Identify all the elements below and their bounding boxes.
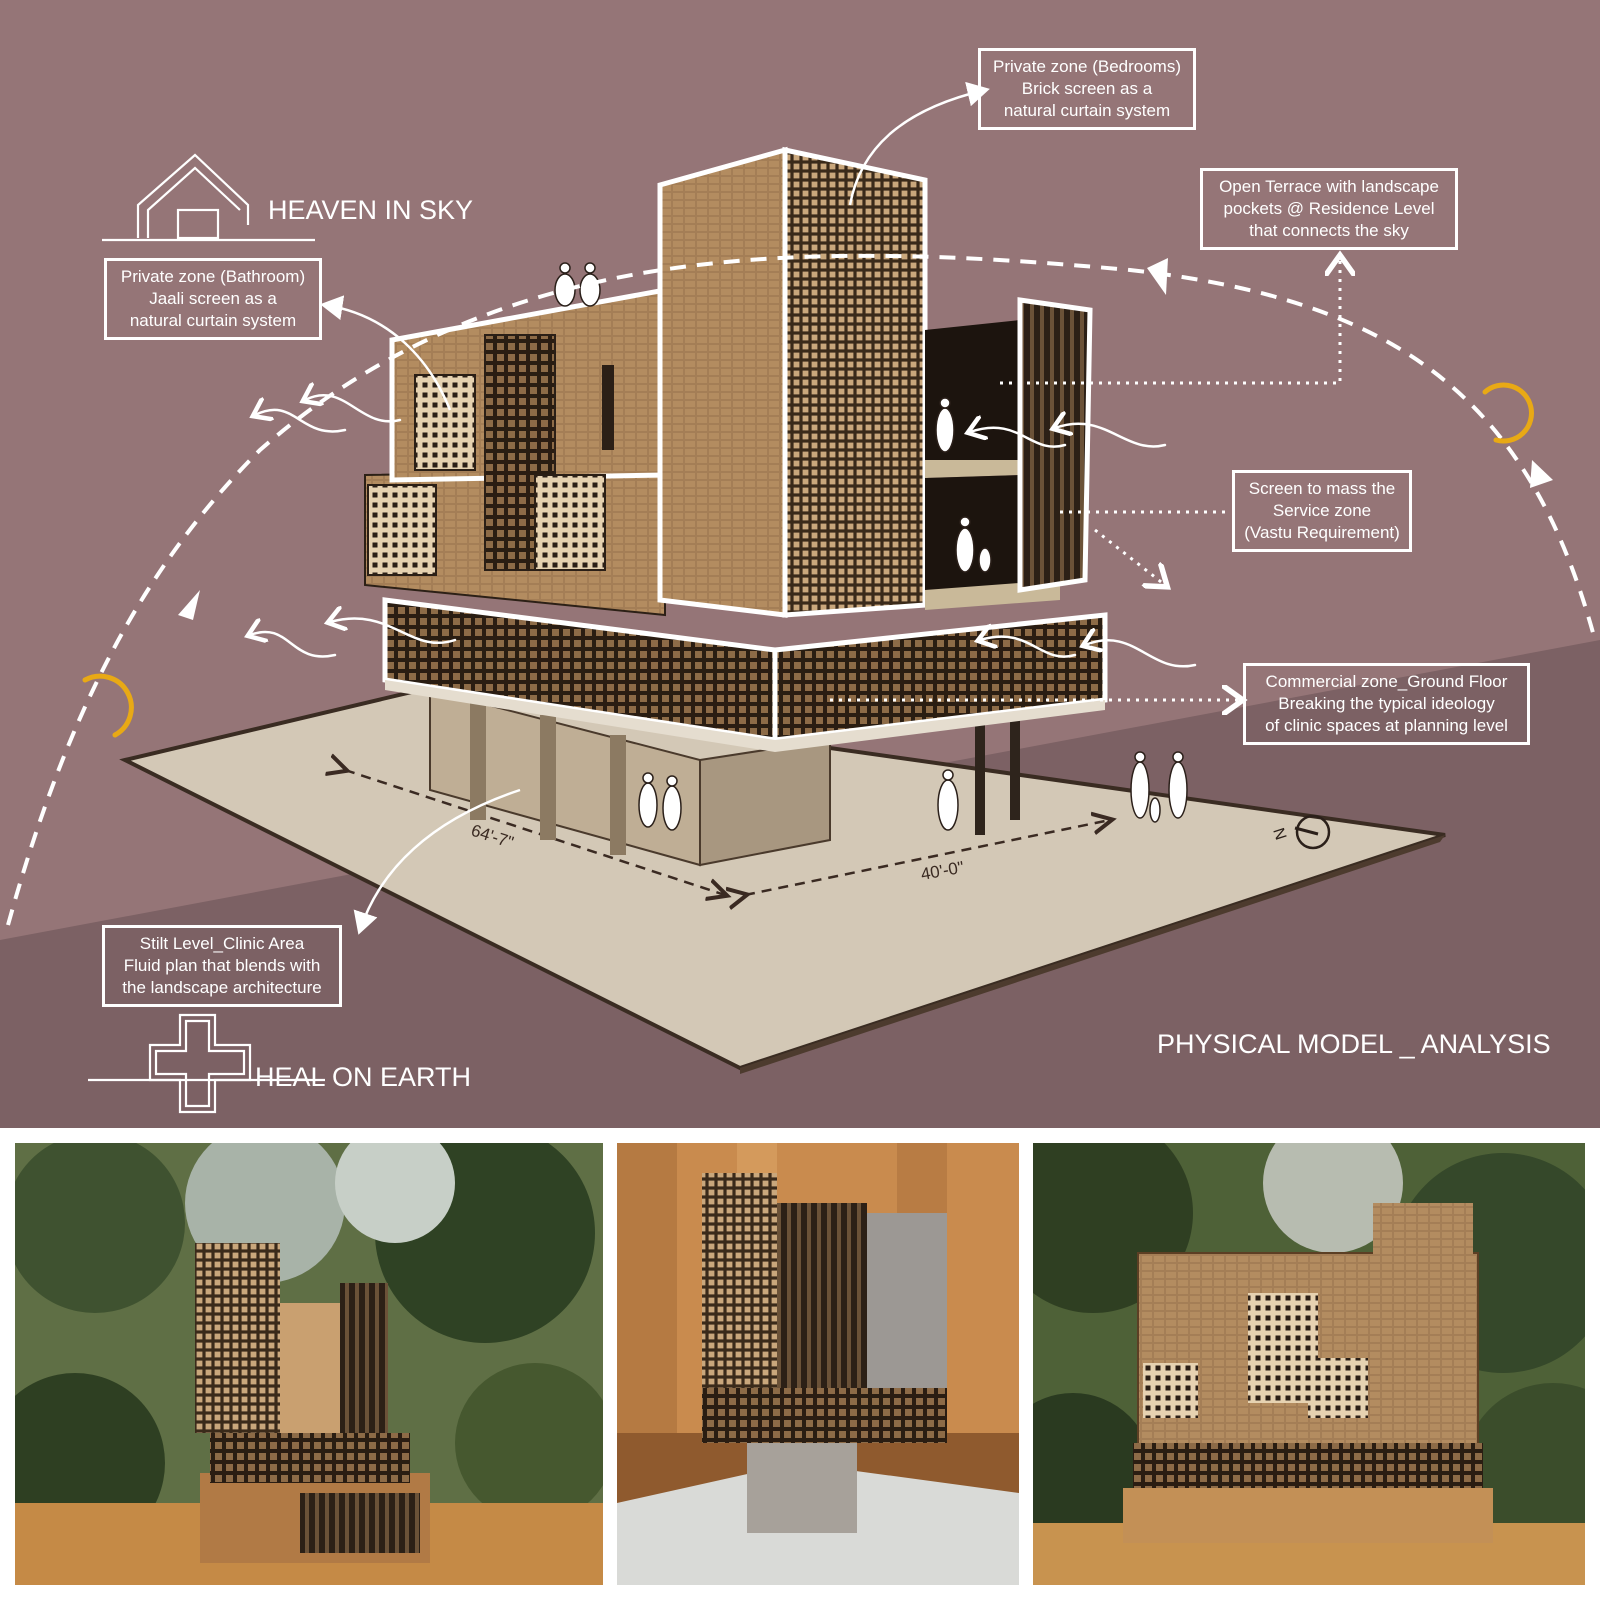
medical-cross-outline-icon bbox=[88, 1013, 325, 1114]
callout-line: Fluid plan that blends with bbox=[123, 956, 321, 975]
callout-line: Private zone (Bedrooms) bbox=[992, 57, 1182, 76]
callout-line: Screen to mass the bbox=[1248, 479, 1396, 498]
sun-icon bbox=[82, 382, 1534, 738]
analysis-board: 64'-7" 40'-0" N bbox=[0, 0, 1600, 1128]
dotted-leaders bbox=[830, 258, 1340, 700]
north-label: N bbox=[1269, 826, 1289, 842]
model-photo-left bbox=[15, 1143, 603, 1585]
callout-terrace: Open Terrace with landscape pockets @ Re… bbox=[1200, 168, 1458, 250]
model-photo-right bbox=[1033, 1143, 1585, 1585]
callout-commercial: Commercial zone_Ground Floor Breaking th… bbox=[1243, 663, 1530, 745]
callout-stilt: Stilt Level_Clinic Area Fluid plan that … bbox=[102, 925, 342, 1007]
callout-line: Open Terrace with landscape bbox=[1219, 177, 1439, 196]
dimension-line-width bbox=[745, 820, 1110, 895]
model-photo-center bbox=[617, 1143, 1019, 1585]
sun-path-arrow-right bbox=[1530, 460, 1553, 488]
human-figures bbox=[554, 262, 1188, 831]
callout-line: Private zone (Bathroom) bbox=[120, 267, 306, 286]
callout-line: of clinic spaces at planning level bbox=[1265, 716, 1508, 735]
callout-line: that connects the sky bbox=[1249, 221, 1409, 240]
sun-path-arc bbox=[6, 253, 1597, 926]
leader-lines bbox=[320, 81, 990, 935]
photo-right-illustration bbox=[1033, 1143, 1585, 1585]
callout-line: natural curtain system bbox=[1003, 101, 1171, 120]
north-arrow-icon: N bbox=[1269, 814, 1331, 850]
wind-flow-icon bbox=[250, 395, 1197, 668]
callout-line: (Vastu Requirement) bbox=[1244, 523, 1400, 542]
photo-center-illustration bbox=[617, 1143, 1019, 1585]
sun-path-arrow-top bbox=[1147, 258, 1168, 295]
callout-line: Commercial zone_Ground Floor bbox=[1265, 672, 1508, 691]
site-board-shade bbox=[740, 835, 1445, 1074]
commercial-band bbox=[382, 597, 1108, 752]
callout-line: the landscape architecture bbox=[122, 978, 322, 997]
callout-line: Service zone bbox=[1272, 501, 1372, 520]
callout-line: natural curtain system bbox=[129, 311, 297, 330]
callout-service: Screen to mass the Service zone (Vastu R… bbox=[1232, 470, 1412, 552]
house-outline-icon bbox=[102, 153, 315, 242]
stilt-level bbox=[429, 688, 1020, 867]
physical-model-analysis-heading: PHYSICAL MODEL _ ANALYSIS bbox=[1157, 1029, 1551, 1059]
model-illustration: 64'-7" 40'-0" N bbox=[0, 0, 1600, 1128]
callout-line: Stilt Level_Clinic Area bbox=[139, 934, 305, 953]
callout-bedrooms: Private zone (Bedrooms) Brick screen as … bbox=[978, 48, 1196, 130]
sun-path-arrow-left bbox=[178, 590, 200, 620]
callout-line: Brick screen as a bbox=[1021, 79, 1153, 98]
callout-line: pockets @ Residence Level bbox=[1223, 199, 1435, 218]
photo-left-illustration bbox=[15, 1143, 603, 1585]
callout-line: Jaali screen as a bbox=[149, 289, 277, 308]
callout-line: Breaking the typical ideology bbox=[1278, 694, 1495, 713]
heaven-in-sky-heading: HEAVEN IN SKY bbox=[268, 195, 474, 225]
callout-bathroom: Private zone (Bathroom) Jaali screen as … bbox=[104, 258, 322, 340]
heal-on-earth-heading: HEAL ON EARTH bbox=[255, 1062, 472, 1092]
residence-block bbox=[364, 146, 1093, 618]
